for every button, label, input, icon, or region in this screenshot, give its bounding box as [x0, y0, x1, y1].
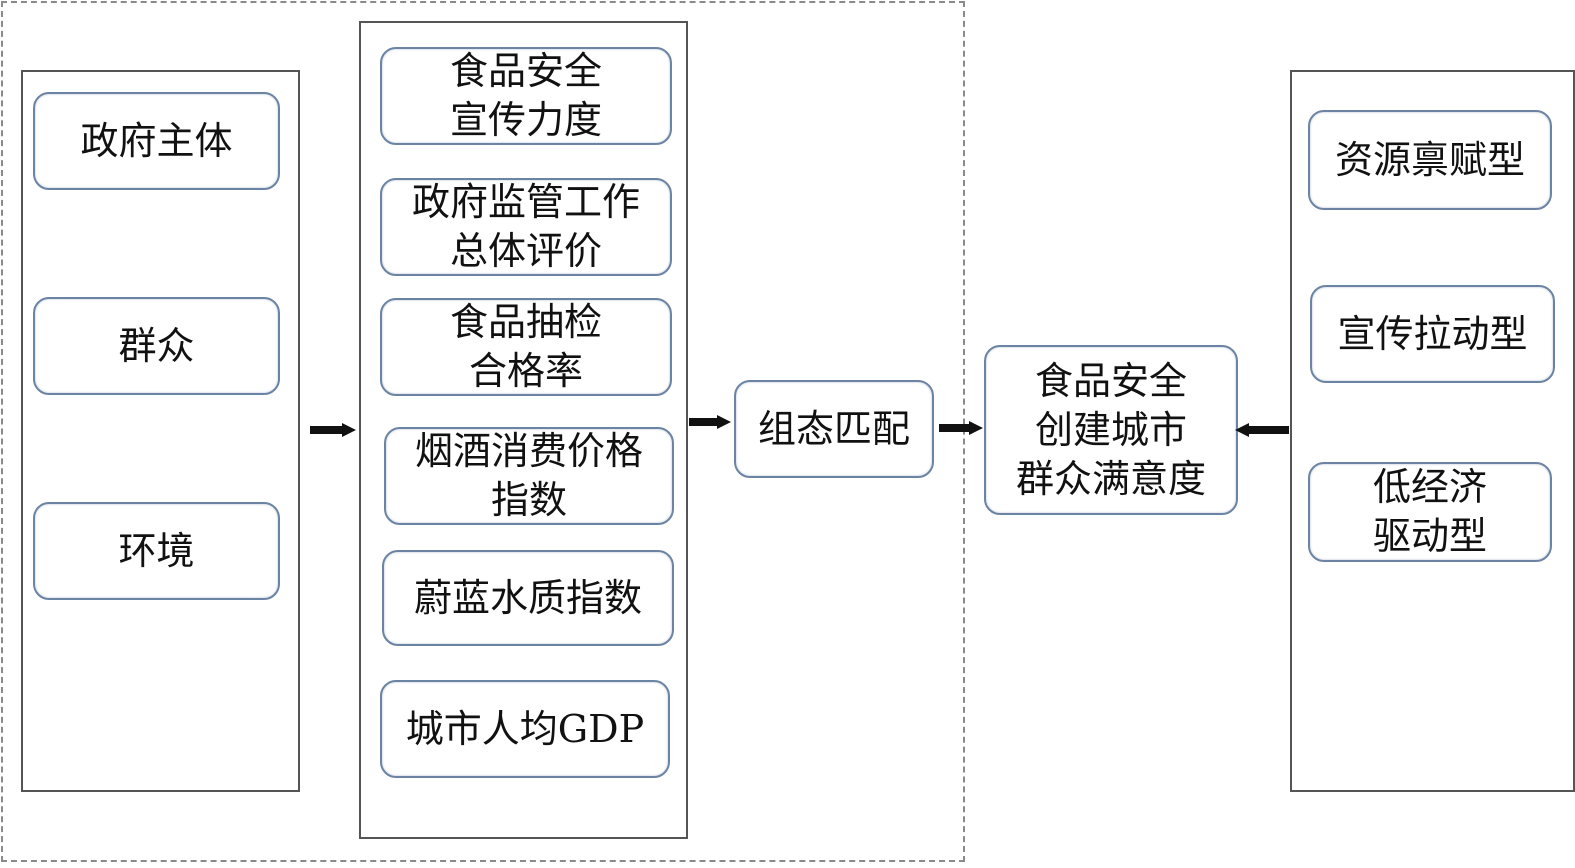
condition-food-safety-publicity: 食品安全 宣传力度: [380, 47, 672, 145]
configuration-matching-node: 组态匹配: [734, 380, 934, 478]
type-low-economy-driven: 低经济 驱动型: [1308, 462, 1552, 562]
subjects-panel: [21, 70, 300, 792]
condition-government-supervision: 政府监管工作 总体评价: [380, 178, 672, 276]
arrow-right-icon: [310, 423, 356, 437]
condition-per-capita-gdp: 城市人均GDP: [380, 680, 670, 778]
arrow-left-icon: [1235, 423, 1289, 437]
outcome-satisfaction-node: 食品安全 创建城市 群众满意度: [984, 345, 1238, 515]
condition-water-quality-index: 蔚蓝水质指数: [382, 550, 674, 646]
subject-public: 群众: [33, 297, 280, 395]
condition-inspection-pass-rate: 食品抽检 合格率: [380, 298, 672, 396]
type-publicity-driven: 宣传拉动型: [1310, 285, 1555, 383]
type-resource-endowment: 资源禀赋型: [1308, 110, 1552, 210]
arrow-right-icon: [939, 421, 983, 435]
condition-tobacco-alcohol-price-index: 烟酒消费价格 指数: [384, 427, 674, 525]
arrow-right-icon: [689, 415, 731, 429]
subject-environment: 环境: [33, 502, 280, 600]
subject-government: 政府主体: [33, 92, 280, 190]
